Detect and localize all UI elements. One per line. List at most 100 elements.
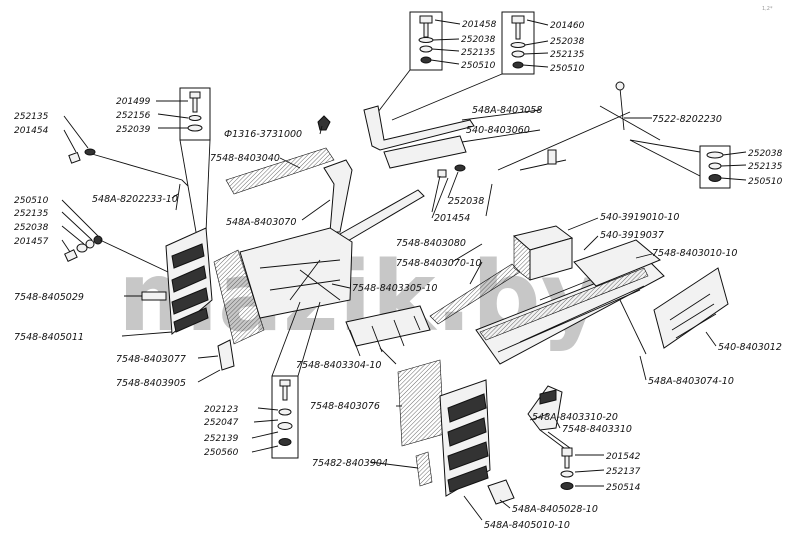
rail-legs: [349, 315, 421, 357]
label-548a-8202233-10: 548А-8202233-10: [92, 194, 178, 205]
label-252135-d: 252135: [14, 112, 49, 122]
label-7548-8403080: 7548-8403080: [396, 238, 466, 249]
platform-top-plate: [573, 239, 661, 287]
label-252137: 252137: [606, 467, 641, 477]
label-252039: 252039: [116, 125, 151, 135]
label-548a-8403058: 548А-8403058: [472, 105, 542, 116]
label-7548-8403304-10: 7548-8403304-10: [296, 360, 381, 371]
side-panel: [213, 249, 265, 345]
label-548a-8403074-10: 548А-8403074-10: [648, 376, 734, 387]
bracket-548a-8405028: [487, 479, 515, 505]
fastener-kit-right: [699, 145, 747, 189]
plate-8403076: [397, 359, 445, 447]
label-250510-b: 250510: [550, 64, 585, 74]
leader-line: [205, 139, 211, 233]
label-7548-8403040: 7548-8403040: [210, 153, 280, 164]
label-7548-8405029: 7548-8405029: [14, 292, 84, 303]
label-7548-8405011: 7548-8405011: [14, 332, 84, 343]
label-7548-8403305-10: 7548-8403305-10: [352, 283, 437, 294]
corner-mark: 1,2*: [762, 6, 773, 12]
rod-part: [485, 87, 661, 217]
step-ladder-left: [165, 227, 213, 336]
label-252135-b: 252135: [550, 50, 585, 60]
fastener-kit-top-left: [409, 11, 461, 71]
label-75482-8403904: 75482-8403904: [312, 458, 388, 469]
bracket-part: [363, 105, 475, 151]
label-201454-b: 201454: [434, 213, 470, 224]
panel-slots: [669, 293, 717, 339]
leader-line: [391, 73, 503, 121]
fastener-kit-upper-left: [156, 87, 211, 141]
toolbox-part: [512, 225, 574, 281]
fastener-kit-lower-left: [251, 375, 299, 459]
fastener-kit-lower-right: [539, 429, 605, 490]
leader-line: [377, 69, 411, 113]
cap-part: [317, 115, 331, 131]
label-250510-c: 250510: [748, 177, 783, 187]
label-252156: 252156: [116, 111, 151, 121]
label-201458: 201458: [462, 20, 497, 30]
label-252135-f: 252135: [14, 209, 49, 219]
bolt-middle: [431, 164, 466, 213]
label-252047: 252047: [204, 418, 239, 428]
blade-part: [339, 189, 425, 243]
fastener-kit-top-right: [501, 11, 549, 75]
rod-bracket: [547, 149, 557, 165]
label-201457: 201457: [14, 237, 49, 247]
label-540-3919010-10: 540-3919010-10: [600, 212, 679, 223]
bracket-8403077: [217, 339, 235, 371]
leader-line: [629, 139, 701, 177]
label-540-3919037: 540-3919037: [600, 230, 664, 241]
leader-line: [619, 299, 647, 355]
leader-lines: [121, 109, 717, 509]
label-252139: 252139: [204, 434, 239, 444]
label-201542: 201542: [606, 452, 641, 462]
label-548a-8403070: 548А-8403070: [226, 217, 296, 228]
bolt-washer-left: [63, 115, 96, 164]
plate-75482: [415, 451, 433, 487]
label-7548-8403010-10: 7548-8403010-10: [652, 248, 737, 259]
small-bracket: [141, 291, 167, 301]
label-252038-e: 252038: [448, 196, 484, 207]
label-252038-c: 252038: [748, 149, 783, 159]
label-201499: 201499: [116, 97, 151, 107]
platform-hatch: [479, 267, 649, 341]
label-7548-8403310: 7548-8403310: [562, 424, 632, 435]
part-labels: 201458 252038 252135 250510 201460 25203…: [14, 20, 783, 531]
label-7548-8403905: 7548-8403905: [116, 378, 186, 389]
label-252135-a: 252135: [461, 48, 496, 58]
label-202123: 202123: [204, 405, 239, 415]
leader-line: [629, 139, 701, 153]
label-540-8403012: 540-8403012: [718, 342, 782, 353]
leader-line: [297, 301, 321, 377]
plate-part: [383, 135, 467, 169]
label-201460: 201460: [550, 21, 585, 31]
bracket-548a-8403070: [323, 159, 353, 233]
label-252038-b: 252038: [550, 37, 585, 47]
fastener-kit-left: [61, 199, 169, 273]
label-252135-c: 252135: [748, 162, 783, 172]
leader-line: [179, 139, 197, 233]
label-250510-a: 250510: [461, 61, 496, 71]
label-548a-8405028-10: 548А-8405028-10: [512, 504, 598, 515]
label-252038-f: 252038: [14, 223, 49, 233]
step-ladder-lower: [439, 379, 491, 497]
frame-assembly: [239, 227, 353, 319]
label-7548-8403070-10: 7548-8403070-10: [396, 258, 481, 269]
label-540-8403060: 540-8403060: [466, 125, 530, 136]
label-548a-8405010-10: 548А-8405010-10: [484, 520, 570, 531]
label-250510-f: 250510: [14, 196, 49, 206]
bar-part: [225, 147, 335, 195]
label-201454-a: 201454: [14, 126, 49, 136]
leader-line: [271, 301, 301, 377]
label-252038-a: 252038: [461, 35, 496, 45]
leader-line: [463, 495, 483, 521]
frame-struts: [259, 259, 341, 301]
label-250560: 250560: [204, 448, 239, 458]
panel-540-8403012: [653, 267, 729, 349]
label-f1316-3731000: Ф1316-3731000: [224, 129, 302, 140]
label-250514: 250514: [606, 483, 641, 493]
rod-548a-part: [91, 153, 189, 211]
label-7548-8403077: 7548-8403077: [116, 354, 186, 365]
